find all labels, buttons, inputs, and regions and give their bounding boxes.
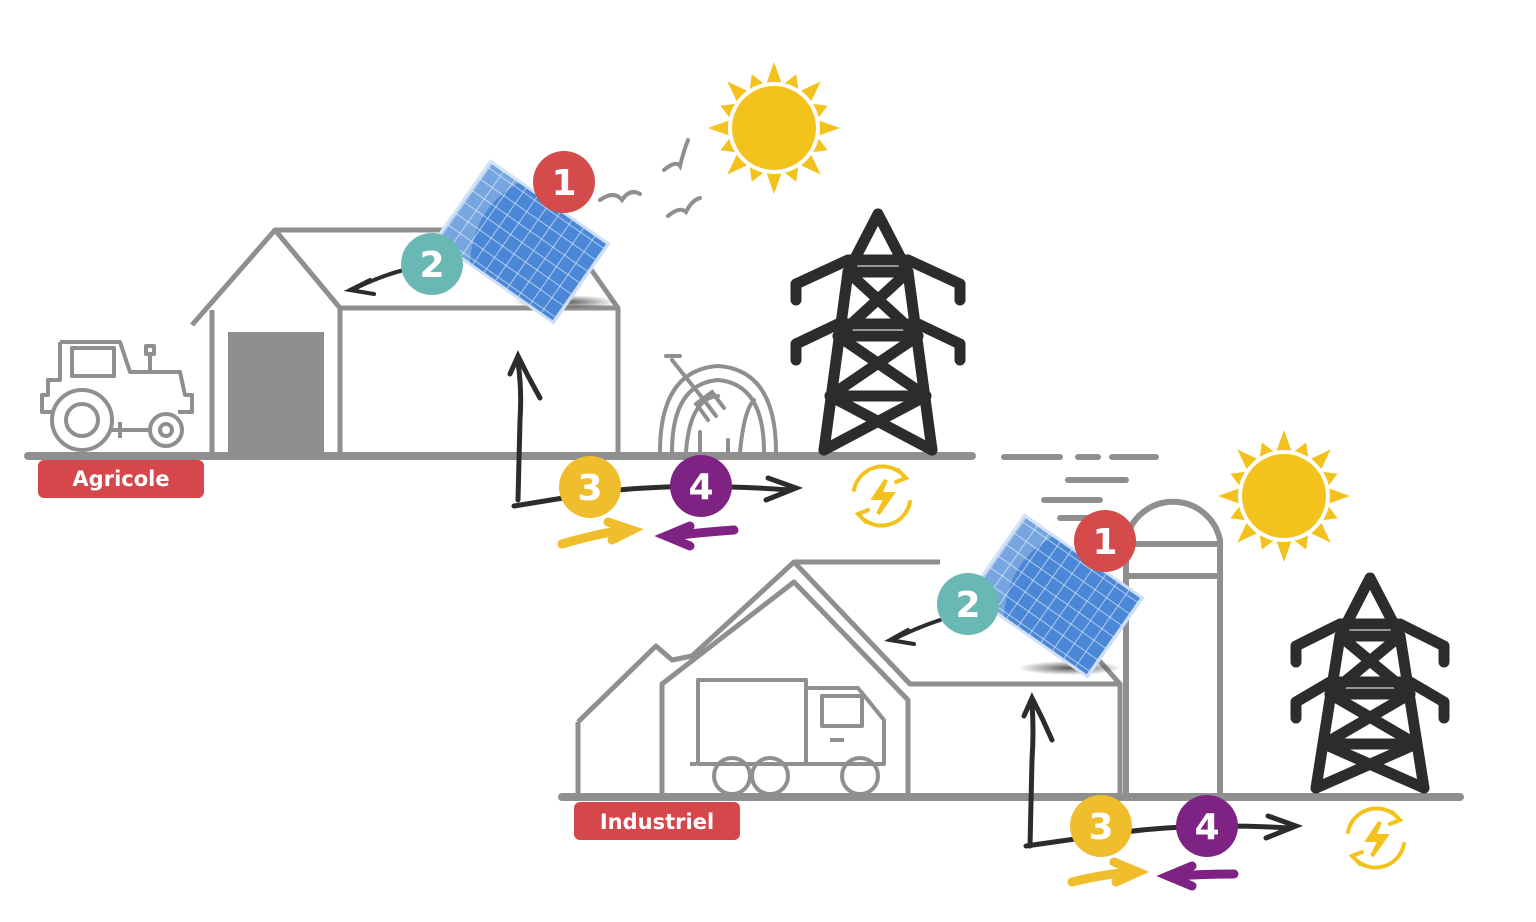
- marker-3b-label: 3: [1088, 807, 1113, 848]
- sun-ray: [1276, 541, 1292, 562]
- tractor-icon: [40, 340, 194, 452]
- pitchfork-icon: [664, 354, 726, 422]
- marker-1b-label: 1: [1092, 522, 1117, 563]
- sun-ray: [1237, 522, 1258, 543]
- sun-ray: [1259, 535, 1274, 550]
- agricole-label-bg: [38, 460, 204, 498]
- warehouse-building: [575, 559, 1123, 797]
- sun-ray: [784, 167, 799, 182]
- sun-ray: [720, 138, 735, 153]
- sun-ray: [749, 167, 764, 182]
- flow-arrow-horizontal-2: [1023, 813, 1304, 849]
- sun-ray: [813, 138, 828, 153]
- marker-4: 4: [670, 455, 732, 517]
- marker-2b-label: 2: [955, 585, 980, 626]
- sun-ray: [800, 81, 821, 102]
- flow-arrow-up-2: [1021, 692, 1055, 849]
- silo-icon: [1123, 498, 1223, 797]
- marker-2-label: 2: [419, 245, 444, 286]
- marker-4b-label: 4: [1194, 807, 1219, 848]
- sun-ray: [1230, 506, 1245, 521]
- marker-3b: 3: [1070, 795, 1132, 857]
- sun-ray: [813, 103, 828, 118]
- purple-arrow-2: [1156, 861, 1239, 891]
- hay-bale-icon: [658, 363, 778, 454]
- industriel-scene: 1 2 3 4 Industriel: [558, 430, 1464, 891]
- agricole-label: Agricole: [72, 467, 169, 491]
- sun-ray: [1218, 488, 1239, 504]
- sun-ray: [720, 103, 735, 118]
- sun-ray: [1259, 442, 1274, 457]
- flow-arrow-2b: [884, 618, 942, 646]
- sun-icon-2: [1218, 430, 1350, 562]
- sun-ray: [1294, 442, 1309, 457]
- sun-ray: [766, 173, 782, 194]
- marker-1b: 1: [1074, 510, 1136, 572]
- sun-ray: [1294, 535, 1309, 550]
- marker-3: 3: [559, 456, 621, 518]
- agricole-scene: 1 2 3 4 Agricole: [24, 62, 976, 551]
- industriel-label-bg: [574, 802, 740, 840]
- energy-cycle-icon: [852, 464, 912, 528]
- sun-ray: [1310, 522, 1331, 543]
- marker-4b: 4: [1176, 795, 1238, 857]
- sun-ray: [727, 81, 748, 102]
- marker-1: 1: [533, 151, 595, 213]
- marker-1-label: 1: [551, 163, 576, 204]
- sun-ray: [749, 74, 764, 89]
- purple-arrow: [654, 521, 739, 551]
- yellow-arrow-2: [1067, 857, 1150, 887]
- sun-ray: [727, 154, 748, 175]
- marker-3-label: 3: [577, 468, 602, 509]
- flow-arrow-horizontal: [511, 475, 804, 509]
- bird-icon: [598, 138, 702, 218]
- yellow-arrow: [557, 517, 644, 549]
- sun-icon: [708, 62, 840, 194]
- truck-icon: [690, 678, 886, 796]
- road-dashes: [1001, 454, 1159, 521]
- sun-ray: [708, 120, 729, 136]
- solar-panel-icon: [433, 159, 617, 325]
- sun-ray: [784, 74, 799, 89]
- energy-cycle-icon-2: [1346, 806, 1406, 870]
- barn-door: [228, 332, 324, 456]
- marker-2: 2: [401, 233, 463, 295]
- sun-ray: [1323, 506, 1338, 521]
- marker-2b: 2: [937, 573, 999, 635]
- flow-arrow-up: [507, 350, 543, 503]
- sun-ray: [1323, 471, 1338, 486]
- sun-ray: [1310, 449, 1331, 470]
- pylon-icon-2: [1290, 572, 1450, 794]
- industriel-label: Industriel: [600, 810, 714, 834]
- sun-ray: [1237, 449, 1258, 470]
- sun-ray: [1276, 430, 1292, 451]
- marker-4-label: 4: [688, 467, 713, 508]
- sun-ray: [819, 120, 840, 136]
- barn-building: [190, 227, 621, 456]
- flow-arrow-2: [343, 268, 406, 296]
- sun-ray: [1230, 471, 1245, 486]
- sun-ray: [800, 154, 821, 175]
- pylon-icon: [790, 208, 966, 456]
- sun-ray: [766, 62, 782, 83]
- sun-ray: [1329, 488, 1350, 504]
